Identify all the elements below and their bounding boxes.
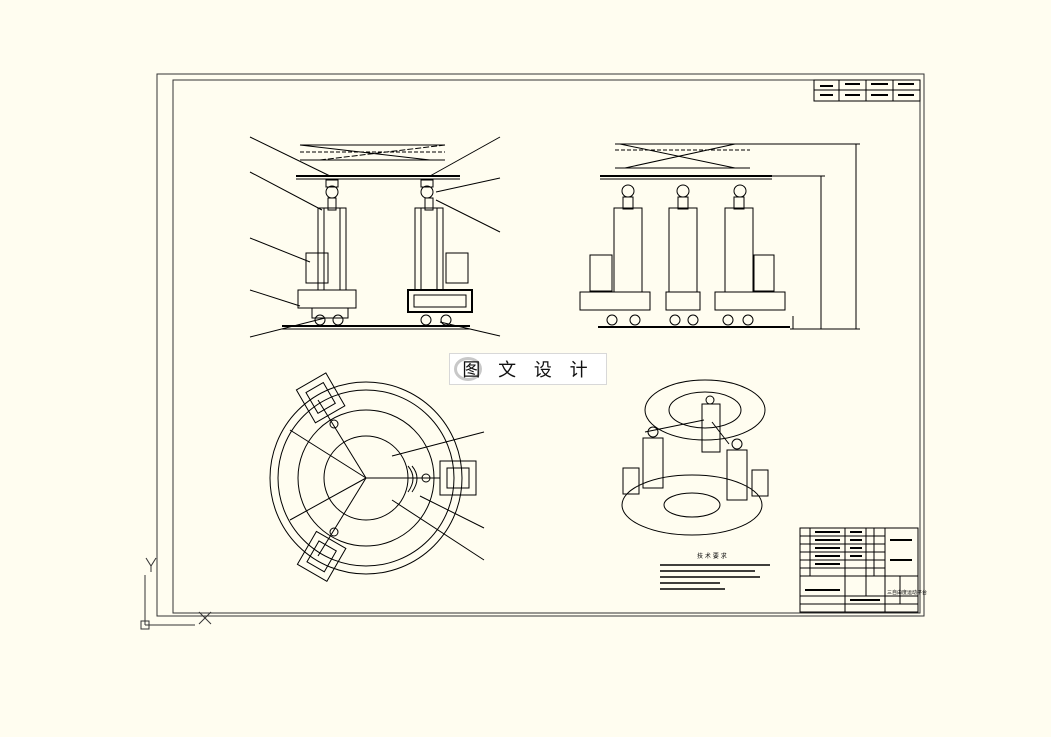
- ucs-icon: [140, 557, 212, 630]
- top-view: [269, 372, 485, 583]
- isometric-view: [621, 379, 769, 536]
- watermark-text: 图 文 设 计: [462, 360, 594, 381]
- top-title-box: [813, 79, 921, 102]
- technical-requirements-lines: [660, 564, 770, 590]
- side-view: [579, 143, 860, 330]
- front-view: [249, 136, 501, 338]
- outer-frame: [156, 73, 925, 617]
- watermark-logo-icon: [454, 357, 482, 381]
- inner-frame: [172, 79, 921, 614]
- watermark: 图 文 设 计: [449, 353, 607, 385]
- title-block: [799, 527, 919, 613]
- title-block-drawing-name: 三自由度运动平台: [887, 589, 927, 596]
- technical-requirements-heading: 技 术 要 求: [697, 552, 727, 560]
